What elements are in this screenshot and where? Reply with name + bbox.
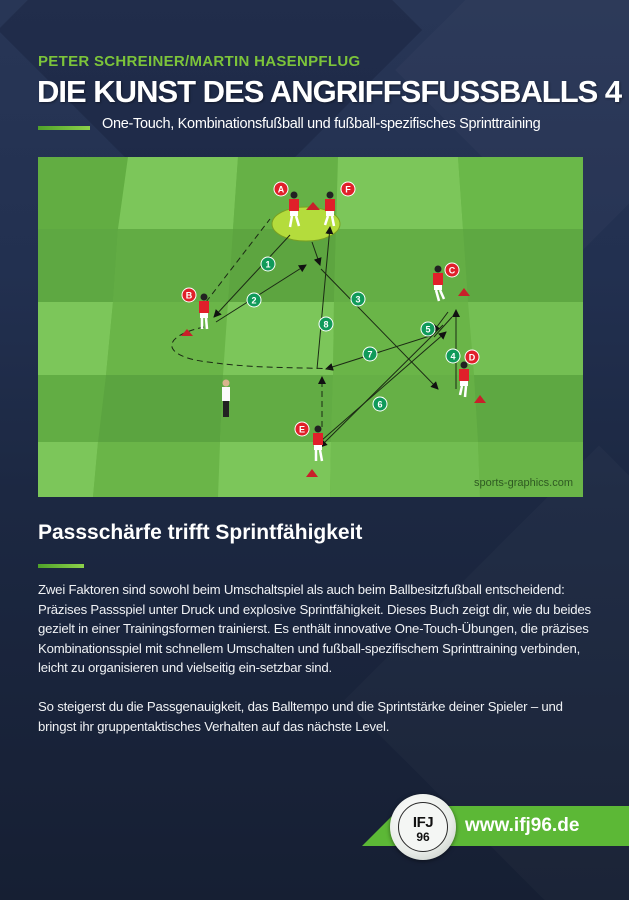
section-accent-line: [38, 564, 84, 568]
start-zone: [271, 206, 341, 242]
svg-text:1: 1: [265, 260, 270, 270]
svg-text:A: A: [278, 185, 285, 195]
svg-text:D: D: [469, 353, 476, 363]
cones: [181, 202, 486, 477]
players: [199, 191, 469, 462]
svg-text:B: B: [186, 291, 193, 301]
svg-text:5: 5: [425, 325, 430, 335]
paragraph: Zwei Faktoren sind sowohl beim Umschalts…: [38, 582, 591, 675]
authors: PETER SCHREINER/MARTIN HASENPFLUG: [38, 53, 361, 70]
pitch-graphic: A F B C D E 1 2 3 4 5 6 7 8: [38, 157, 583, 497]
title-accent-line: [38, 126, 90, 130]
logo-text: IFJ: [412, 814, 434, 831]
section-title: Passschärfe trifft Sprintfähigkeit: [38, 521, 363, 544]
svg-text:6: 6: [377, 400, 382, 410]
svg-text:8: 8: [323, 320, 328, 330]
book-subtitle: One-Touch, Kombinationsfußball und fußba…: [102, 116, 541, 132]
svg-text:E: E: [299, 425, 305, 435]
website-link[interactable]: www.ifj96.de: [465, 815, 580, 836]
logo-number: 96: [416, 830, 430, 844]
paragraph: So steigerst du die Passgenauigkeit, das…: [38, 699, 563, 734]
book-title: DIE KUNST DES ANGRIFFSFUSSBALLS 4: [37, 74, 622, 109]
coach: [222, 379, 230, 417]
description: Zwei Faktoren sind sowohl beim Umschalts…: [38, 580, 598, 756]
svg-text:F: F: [345, 185, 351, 195]
svg-text:7: 7: [367, 350, 372, 360]
logo-badge: IFJ 96: [398, 802, 448, 852]
training-diagram: A F B C D E 1 2 3 4 5 6 7 8 sports-graph…: [38, 157, 583, 497]
ifj-logo: IFJ 96: [390, 794, 456, 860]
svg-text:4: 4: [450, 352, 455, 362]
svg-text:2: 2: [251, 296, 256, 306]
svg-text:3: 3: [355, 295, 360, 305]
watermark: sports-graphics.com: [473, 477, 573, 489]
svg-text:C: C: [449, 266, 456, 276]
